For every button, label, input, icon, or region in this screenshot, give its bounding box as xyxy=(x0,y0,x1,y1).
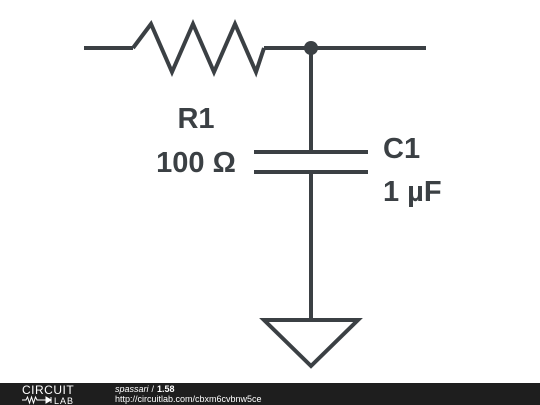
author-version-separator: / xyxy=(151,384,155,394)
circuit-url-link[interactable]: http://circuitlab.com/cbxm6cvbnw5ce xyxy=(115,394,262,404)
circuitlab-logo: CIRCUIT LAB xyxy=(22,383,74,405)
r1-value-label: 100 Ω xyxy=(156,147,236,179)
circuit-schematic: R1 100 Ω C1 1 µF xyxy=(84,19,442,369)
footer-url-line: http://circuitlab.com/cbxm6cvbnw5ce xyxy=(115,394,262,404)
logo-resistor-icon xyxy=(22,395,46,405)
ground-symbol xyxy=(259,318,363,369)
logo-top-text: CIRCUIT xyxy=(22,383,74,397)
footer-info: spassari/1.58 http://circuitlab.com/cbxm… xyxy=(115,384,262,404)
c1-value-label: 1 µF xyxy=(383,176,442,208)
footer-bar: CIRCUIT LAB spassari/1.58 http://circuit… xyxy=(0,383,540,405)
resistor-r1 xyxy=(131,19,266,78)
logo-bottom-text: LAB xyxy=(54,396,74,405)
footer-author-line: spassari/1.58 xyxy=(115,384,262,394)
c1-ref-label: C1 xyxy=(383,133,420,165)
author-name[interactable]: spassari xyxy=(115,384,149,394)
version-number: 1.58 xyxy=(157,384,175,394)
r1-ref-label: R1 xyxy=(177,103,214,135)
logo-diode-icon xyxy=(45,396,52,404)
